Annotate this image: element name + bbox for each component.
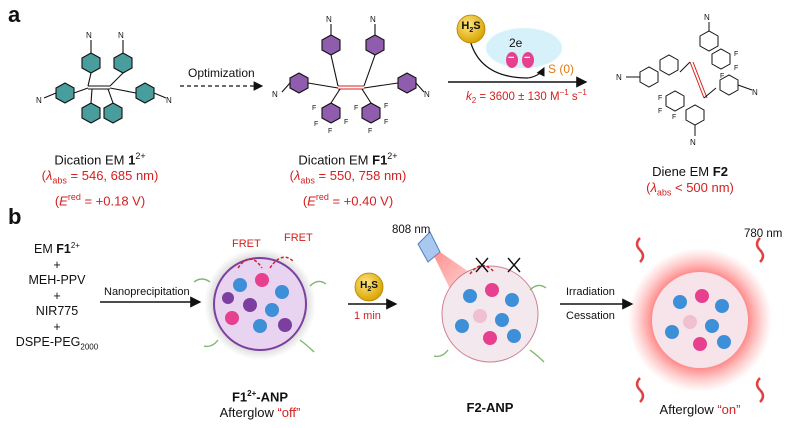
component-em-f1: EM F12+ bbox=[34, 241, 80, 257]
electron-charge-1: − bbox=[508, 52, 515, 64]
sulfur-product: S (0) bbox=[548, 62, 575, 76]
electrons-label: 2e bbox=[509, 36, 523, 50]
svg-text:F: F bbox=[328, 128, 332, 135]
svg-text:N: N bbox=[86, 31, 92, 40]
svg-text:F: F bbox=[658, 108, 662, 115]
svg-text:N: N bbox=[704, 13, 710, 22]
component-meh-ppv: MEH-PPV bbox=[28, 273, 86, 288]
svg-text:N: N bbox=[424, 90, 430, 99]
np1-caption: F12+-ANP Afterglow “off” bbox=[219, 389, 301, 421]
svg-text:N: N bbox=[370, 15, 376, 24]
svg-text:F: F bbox=[672, 114, 676, 121]
nanoparticle-f1-anp bbox=[193, 248, 327, 360]
svg-text:N: N bbox=[616, 73, 622, 82]
fret-label-1: FRET bbox=[232, 238, 261, 250]
svg-text:F: F bbox=[384, 119, 388, 126]
svg-text:F: F bbox=[354, 105, 358, 112]
optimization-label: Optimization bbox=[188, 66, 255, 80]
nanoparticle-afterglow-on bbox=[628, 237, 772, 403]
h2s-time: 1 min bbox=[354, 310, 381, 322]
molecule-emf1-structure: N N N N F F F F F F F F bbox=[272, 15, 430, 135]
panel-label-b: b bbox=[8, 204, 22, 229]
electron-charge-2: − bbox=[524, 52, 531, 64]
np2-caption: F2-ANP bbox=[466, 400, 514, 415]
h2s-badge-a: H2S bbox=[461, 20, 481, 35]
svg-text:F: F bbox=[384, 103, 388, 110]
svg-text:F: F bbox=[312, 105, 316, 112]
component-dspe-peg: DSPE-PEG2000 bbox=[15, 335, 99, 352]
emission-wavelength: 780 nm bbox=[744, 228, 783, 240]
h2s-reaction bbox=[448, 14, 588, 88]
svg-text:N: N bbox=[690, 138, 696, 147]
caption-emf2: Diene EM F2 (λabs < 500 nm) bbox=[646, 164, 734, 198]
h2s-badge-b: H2S bbox=[360, 280, 378, 293]
irradiation-label: Irradiation bbox=[566, 286, 615, 298]
plus-3: + bbox=[53, 319, 61, 334]
np3-caption: Afterglow “on” bbox=[659, 402, 741, 417]
svg-text:F: F bbox=[344, 119, 348, 126]
molecule-em1-structure: N N N N bbox=[36, 31, 172, 124]
svg-text:F: F bbox=[734, 65, 738, 72]
svg-text:N: N bbox=[272, 90, 278, 99]
component-nir775: NIR775 bbox=[35, 304, 79, 319]
panel-label-a: a bbox=[8, 2, 21, 27]
h2s-step bbox=[348, 272, 398, 310]
laser-wavelength: 808 nm bbox=[392, 224, 431, 236]
svg-text:F: F bbox=[658, 95, 662, 102]
nanoparticle-f2-anp bbox=[433, 257, 547, 363]
molecule-emf2-structure: N N N N F F F F F F bbox=[616, 13, 758, 147]
svg-text:F: F bbox=[314, 121, 318, 128]
svg-text:F: F bbox=[720, 73, 724, 80]
svg-text:F: F bbox=[734, 51, 738, 58]
svg-text:F: F bbox=[368, 128, 372, 135]
plus-2: + bbox=[53, 288, 61, 303]
component-list: EM F12+ + MEH-PPV + NIR775 + DSPE-PEG200… bbox=[12, 238, 102, 355]
svg-text:N: N bbox=[36, 96, 42, 105]
svg-text:N: N bbox=[752, 88, 758, 97]
svg-text:N: N bbox=[166, 96, 172, 105]
plus-1: + bbox=[53, 257, 61, 272]
svg-text:N: N bbox=[118, 31, 124, 40]
svg-text:N: N bbox=[326, 15, 332, 24]
cessation-label: Cessation bbox=[566, 310, 615, 322]
caption-emf1: Dication EM F12+ (λabs = 550, 758 nm) (E… bbox=[289, 151, 407, 209]
nanoprecipitation-label: Nanoprecipitation bbox=[104, 286, 190, 298]
fret-label-2: FRET bbox=[284, 232, 313, 244]
rate-constant: k2 = 3600 ± 130 M−1 s−1 bbox=[466, 88, 587, 106]
caption-em1: Dication EM 12+ (λabs = 546, 685 nm) (Er… bbox=[41, 151, 159, 209]
